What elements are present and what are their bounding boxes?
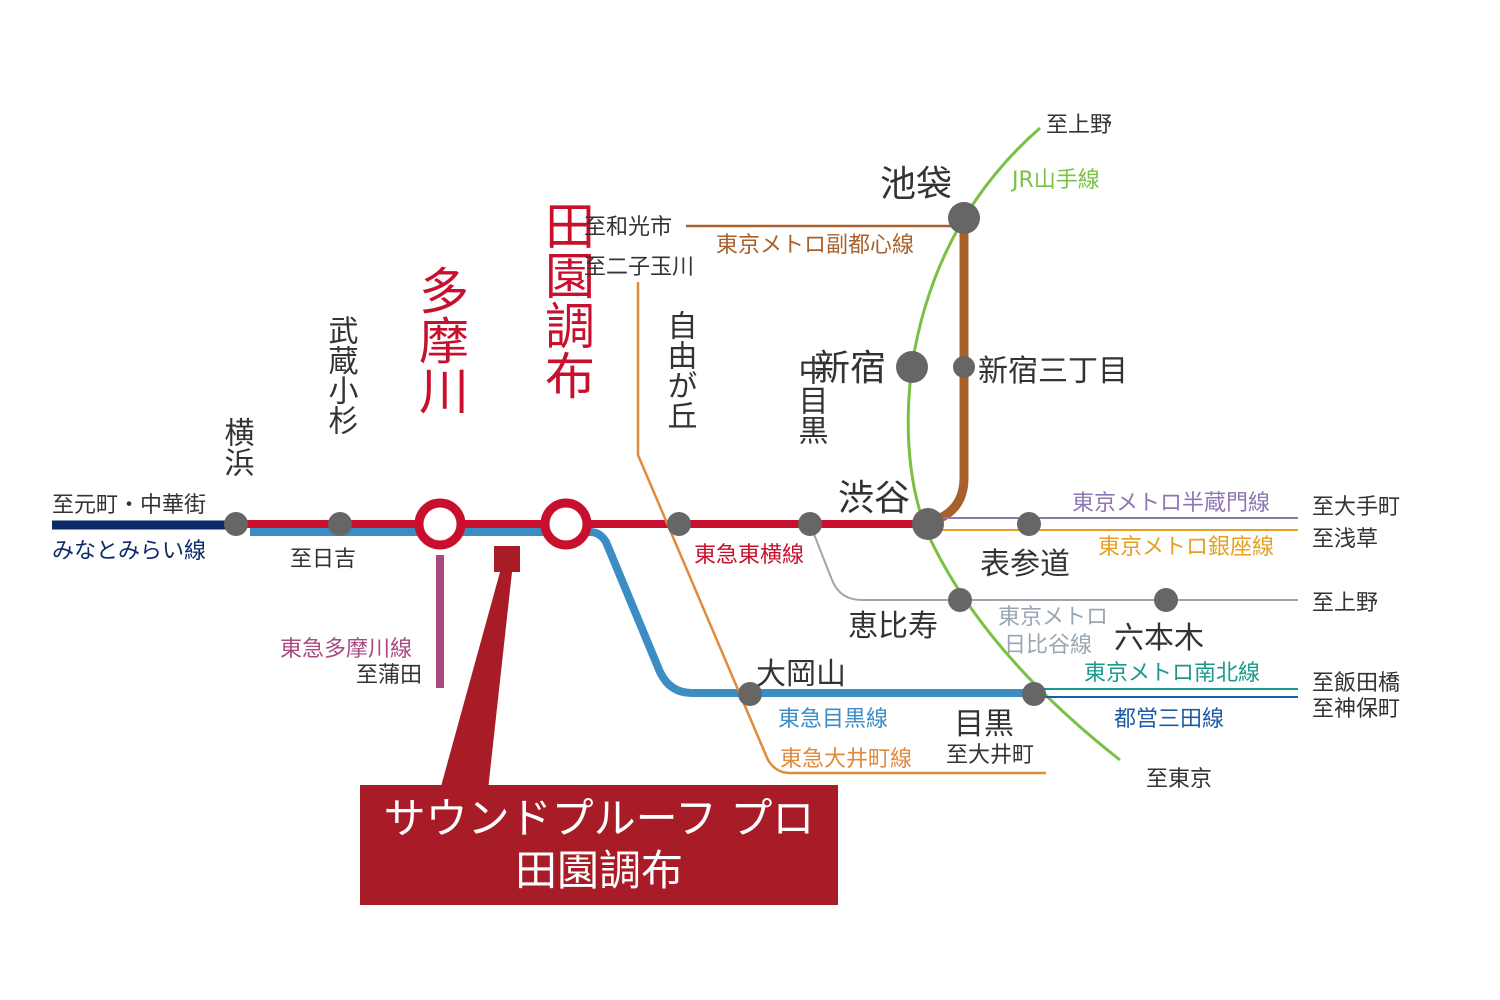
station-dot-shinjuku xyxy=(896,351,928,383)
line-name-hibiya-1: 東京メトロ xyxy=(998,605,1108,630)
direction-ueno-jr: 至上野 xyxy=(1046,113,1112,138)
line-name-toyoko: 東急東横線 xyxy=(694,543,804,568)
station-dot-roppongi xyxy=(1154,588,1178,612)
station-name-tamagawa: 多摩川 xyxy=(411,265,469,415)
station-dot-ebisu xyxy=(948,588,972,612)
callout-subtitle: 田園調布 xyxy=(514,846,683,895)
station-dot-musashikosugi xyxy=(328,512,352,536)
oimachi-line xyxy=(636,282,1046,775)
station-name-ebisu: 恵比寿 xyxy=(848,609,938,644)
station-dot-meguro xyxy=(1022,682,1046,706)
station-marker-tamagawa xyxy=(414,498,466,550)
direction-ueno-hibiya: 至上野 xyxy=(1312,591,1378,616)
hibiya-line xyxy=(809,523,1298,601)
direction-oimachi: 至大井町 xyxy=(946,743,1034,768)
station-dot-ikebukuro xyxy=(948,202,980,234)
callout-pointer xyxy=(440,572,512,790)
station-name-nakameguro: 中目黒 xyxy=(793,355,828,445)
station-marker-denenchofu xyxy=(540,498,592,550)
station-name-ookayama: 大岡山 xyxy=(756,657,846,692)
meguro-line xyxy=(250,528,1034,697)
direction-kamata: 至蒲田 xyxy=(356,663,422,688)
line-name-hanzomon: 東京メトロ半蔵門線 xyxy=(1072,491,1270,516)
line-name-mita: 都営三田線 xyxy=(1114,707,1224,732)
line-name-fukutoshin: 東京メトロ副都心線 xyxy=(716,233,914,258)
direction-tokyo: 至東京 xyxy=(1146,767,1212,792)
station-name-meguro: 目黒 xyxy=(954,707,1014,742)
station-name-omotesando: 表参道 xyxy=(980,547,1070,582)
station-name-shibuya: 渋谷 xyxy=(838,478,910,519)
station-name-musashikosugi: 武蔵小杉 xyxy=(323,315,359,435)
station-dot-ookayama xyxy=(738,682,762,706)
station-name-shinjuku-sanchome: 新宿三丁目 xyxy=(978,354,1128,389)
direction-asakusa: 至浅草 xyxy=(1312,527,1378,552)
direction-iidabashi: 至飯田橋 xyxy=(1312,671,1400,696)
station-name-yokohama: 横浜 xyxy=(219,417,255,477)
station-dot-shibuya xyxy=(912,508,944,540)
station-name-denenchofu: 田園調布 xyxy=(537,200,595,400)
station-dot-nakameguro xyxy=(798,512,822,536)
station-dot-yokohama xyxy=(224,512,248,536)
station-dot-omotesando xyxy=(1017,512,1041,536)
direction-futakotamagawa: 至二子玉川 xyxy=(584,255,694,280)
line-name-minatomirai: みなとみらい線 xyxy=(52,539,206,564)
direction-motomachi: 至元町・中華街 xyxy=(52,493,206,518)
direction-jimbocho: 至神保町 xyxy=(1312,697,1400,722)
direction-hiyoshi: 至日吉 xyxy=(290,547,356,572)
direction-wakoshi: 至和光市 xyxy=(584,215,672,240)
line-name-ginza: 東京メトロ銀座線 xyxy=(1098,535,1274,560)
callout-box: サウンドプルーフ プロ 田園調布 xyxy=(360,785,838,905)
line-name-hibiya-2: 日比谷線 xyxy=(1004,633,1092,658)
direction-otemachi: 至大手町 xyxy=(1312,495,1400,520)
callout-marker xyxy=(494,546,520,572)
station-name-roppongi: 六本木 xyxy=(1114,621,1204,656)
station-name-jiyugaoka: 自由が丘 xyxy=(662,310,697,430)
line-name-meguro: 東急目黒線 xyxy=(778,707,888,732)
station-dot-jiyugaoka xyxy=(667,512,691,536)
callout-title: サウンドプルーフ プロ xyxy=(383,794,815,843)
station-name-ikebukuro: 池袋 xyxy=(880,164,952,205)
line-name-oimachi: 東急大井町線 xyxy=(780,747,912,772)
line-name-namboku: 東京メトロ南北線 xyxy=(1084,661,1260,686)
station-dot-shinjuku-sanchome xyxy=(953,356,975,378)
line-name-tamagawa: 東急多摩川線 xyxy=(280,637,412,662)
line-name-yamanote: JR山手線 xyxy=(1010,168,1100,193)
station-name-shinjuku: 新宿 xyxy=(814,348,886,389)
